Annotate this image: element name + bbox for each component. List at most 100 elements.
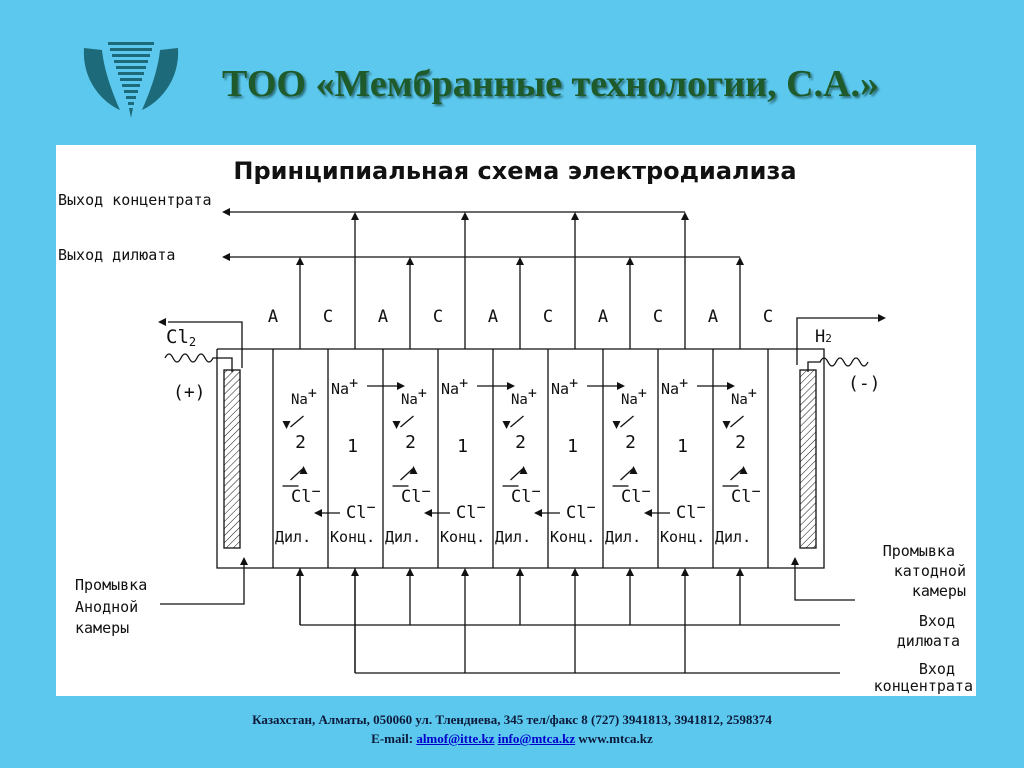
company-title: ТОО «Мембранные технологии, С.А.» bbox=[222, 63, 879, 105]
chlorine-gas-label: Cl2 bbox=[166, 326, 196, 349]
cell-stack-frame bbox=[216, 348, 825, 569]
chamber-number: 1 bbox=[567, 436, 578, 457]
arrowhead bbox=[727, 382, 735, 390]
cation-label: Na+ bbox=[401, 384, 427, 408]
cation-diag-head bbox=[282, 421, 291, 429]
cathode-wash-arrow bbox=[791, 557, 799, 565]
cathode-wire-coil bbox=[807, 357, 869, 372]
email-link-2[interactable]: info@mtca.kz bbox=[497, 731, 576, 746]
chamber-label: Дил. bbox=[385, 528, 421, 546]
anode-electrode bbox=[223, 369, 241, 549]
cation-diag-arrow bbox=[730, 415, 744, 428]
membrane-label: A bbox=[488, 307, 498, 327]
chamber-number: 1 bbox=[347, 436, 358, 457]
arrowhead bbox=[516, 568, 524, 576]
hydrogen-out-pipe bbox=[796, 317, 878, 365]
anion-diag-head bbox=[739, 466, 748, 474]
cathode-wash-label-2: катодной bbox=[894, 562, 966, 580]
anion-diag-head bbox=[299, 466, 308, 474]
arrowhead bbox=[534, 509, 542, 517]
chamber-label: Конц. bbox=[330, 528, 375, 546]
cathode-electrode bbox=[799, 369, 817, 549]
cation-diag-arrow bbox=[510, 415, 524, 428]
anode-wash-pipe bbox=[160, 565, 245, 605]
cation-diag-head bbox=[392, 421, 401, 429]
concentrate-in-label-1: Вход bbox=[919, 660, 955, 678]
cation-label: Na+ bbox=[661, 374, 688, 398]
cathode-sign: (-) bbox=[848, 373, 881, 394]
membrane-label: C bbox=[653, 307, 663, 327]
anion-diag-head bbox=[629, 466, 638, 474]
cation-diag-head bbox=[722, 421, 731, 429]
arrowhead bbox=[736, 568, 744, 576]
anion-diag-arrow bbox=[400, 468, 413, 481]
chamber-label: Конц. bbox=[550, 528, 595, 546]
arrowhead bbox=[397, 382, 405, 390]
anion-diag-arrow bbox=[730, 468, 743, 481]
anion-diag-head bbox=[519, 466, 528, 474]
anode-wash-label-3: камеры bbox=[75, 619, 129, 637]
chamber-label: Конц. bbox=[660, 528, 705, 546]
arrowhead bbox=[406, 257, 414, 265]
diluate-out-arrow bbox=[222, 253, 230, 261]
membrane-label: A bbox=[268, 307, 278, 327]
anion-label: Cl− bbox=[456, 498, 486, 523]
chamber-number: 2 bbox=[295, 432, 306, 453]
chamber-label: Дил. bbox=[605, 528, 641, 546]
cation-diag-arrow bbox=[620, 415, 634, 428]
cation-diag-head bbox=[612, 421, 621, 429]
arrowhead bbox=[351, 568, 359, 576]
anion-diag-head bbox=[409, 466, 418, 474]
chamber-label: Конц. bbox=[440, 528, 485, 546]
diluate-out-label: Выход дилюата bbox=[58, 246, 175, 264]
cation-label: Na+ bbox=[551, 374, 578, 398]
anion-diag-arrow bbox=[510, 468, 523, 481]
arrowhead bbox=[626, 568, 634, 576]
chamber-number: 2 bbox=[515, 432, 526, 453]
anion-label: Cl− bbox=[676, 498, 706, 523]
chamber-number: 2 bbox=[625, 432, 636, 453]
diluate-in-label-2: дилюата bbox=[897, 632, 960, 650]
arrowhead bbox=[424, 509, 432, 517]
anion-diag-arrow bbox=[620, 468, 633, 481]
anion-label: Cl− bbox=[291, 482, 321, 507]
anion-label: Cl− bbox=[731, 482, 761, 507]
arrowhead bbox=[296, 568, 304, 576]
arrowhead bbox=[571, 212, 579, 220]
arrowhead bbox=[571, 568, 579, 576]
anode-wash-arrow bbox=[240, 557, 248, 565]
anion-label: Cl− bbox=[511, 482, 541, 507]
membrane-label: A bbox=[598, 307, 608, 327]
anion-diag-arrow bbox=[290, 468, 303, 481]
diluate-in-label-1: Вход bbox=[919, 612, 955, 630]
anode-wire-coil bbox=[164, 353, 233, 372]
cathode-wash-label-3: камеры bbox=[912, 582, 966, 600]
electrodialysis-diagram: Принципиальная схема электродиализаВыход… bbox=[58, 157, 973, 695]
arrowhead bbox=[296, 257, 304, 265]
arrowhead bbox=[516, 257, 524, 265]
concentrate-in-label-2: концентрата bbox=[874, 677, 973, 695]
email-link-1[interactable]: almof@itte.kz bbox=[416, 731, 495, 746]
membrane-label: C bbox=[543, 307, 553, 327]
hydrogen-out-arrow bbox=[878, 314, 886, 322]
cation-diag-arrow bbox=[290, 415, 304, 428]
arrowhead bbox=[617, 382, 625, 390]
membrane-label: C bbox=[433, 307, 443, 327]
email-label: E-mail: bbox=[371, 731, 414, 746]
anode-wash-label-1: Промывка bbox=[75, 576, 147, 594]
chamber-number: 1 bbox=[677, 436, 688, 457]
cathode-wash-label-1: Промывка bbox=[883, 542, 955, 560]
concentrate-out-arrow bbox=[222, 208, 230, 216]
chamber-number: 2 bbox=[735, 432, 746, 453]
chlorine-out-arrow bbox=[158, 318, 166, 326]
arrowhead bbox=[736, 257, 744, 265]
diagram-title: Принципиальная схема электродиализа bbox=[233, 157, 796, 185]
arrowhead bbox=[406, 568, 414, 576]
anion-label: Cl− bbox=[401, 482, 431, 507]
anion-label: Cl− bbox=[346, 498, 376, 523]
cation-diag-arrow bbox=[400, 415, 414, 428]
arrowhead bbox=[681, 568, 689, 576]
anode-wash-label-2: Анодной bbox=[75, 598, 138, 616]
chamber-number: 1 bbox=[457, 436, 468, 457]
